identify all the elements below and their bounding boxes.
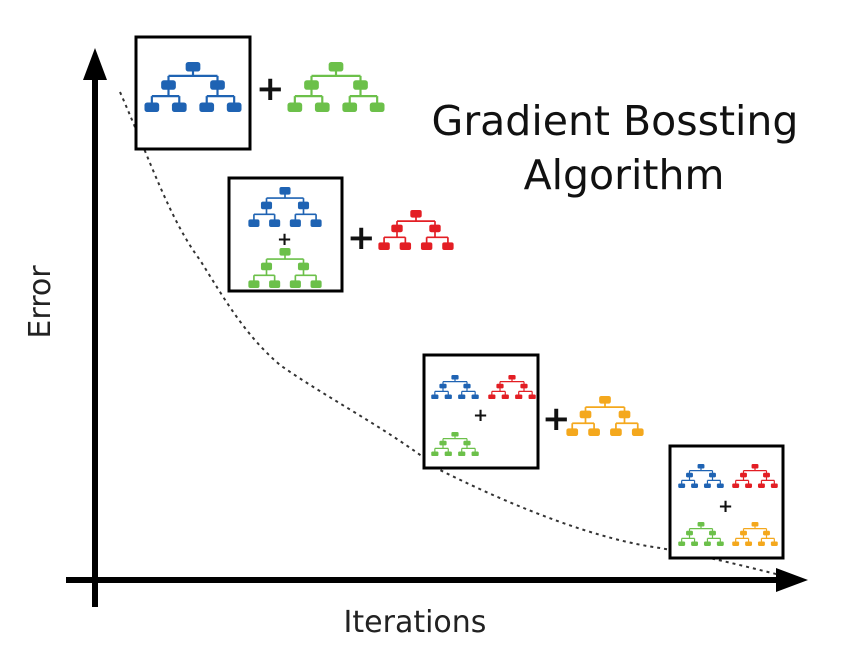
tree-orange-stage-4 [732, 522, 778, 546]
tree-green-added-stage-1 [287, 62, 385, 112]
tree-blue-stage-1 [144, 62, 242, 112]
plus-stage-4-inner: + [718, 496, 733, 517]
tree-orange-added-stage-3 [566, 396, 644, 436]
tree-green-stage-3 [431, 432, 479, 456]
tree-green-stage-2 [248, 248, 322, 288]
x-axis-arrowhead [776, 568, 808, 592]
tree-red-stage-3 [488, 375, 536, 399]
tree-blue-stage-4 [678, 464, 724, 488]
stage-3-box [422, 353, 540, 470]
plus-stage-2: + [347, 218, 376, 258]
plus-stage-1: + [256, 69, 285, 109]
error-curve [119, 91, 781, 576]
y-axis-label: Error [23, 265, 58, 339]
tree-blue-stage-2 [248, 187, 322, 227]
title-line-2: Algorithm [524, 151, 725, 199]
title-line-1: Gradient Bossting [432, 97, 799, 145]
tree-green-stage-4 [678, 522, 724, 546]
tree-red-stage-4 [732, 464, 778, 488]
stage-1-box [134, 35, 252, 151]
plus-stage-2-inner: + [277, 229, 292, 250]
plus-stage-3-inner: + [473, 405, 488, 426]
tree-blue-stage-3 [431, 375, 479, 399]
x-axis-label: Iterations [344, 605, 487, 640]
y-axis-arrowhead [83, 48, 107, 80]
stage-4-box [668, 444, 785, 560]
plus-stage-3: + [542, 399, 571, 439]
tree-red-added-stage-2 [378, 210, 454, 250]
tree-group [144, 62, 778, 546]
